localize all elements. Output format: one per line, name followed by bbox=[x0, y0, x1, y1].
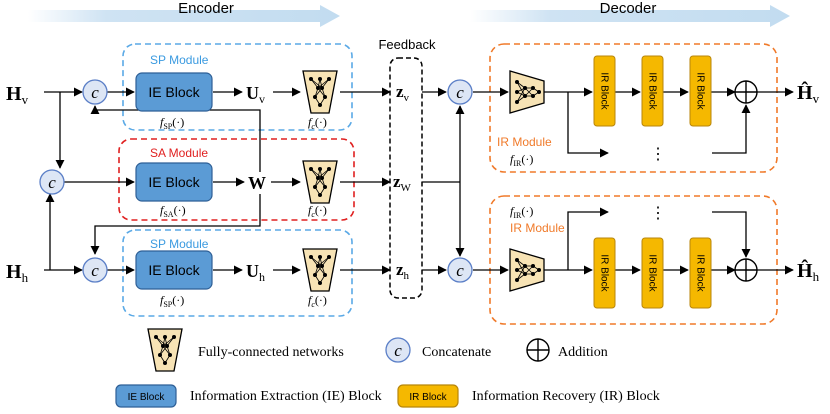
sa-module bbox=[118, 138, 355, 221]
feedback-box bbox=[389, 57, 423, 299]
ir-block-top-2: IR Block bbox=[641, 55, 664, 127]
legend-fc-label: Fully-connected networks bbox=[198, 345, 344, 360]
sp-module-bottom bbox=[122, 229, 353, 317]
label-f-ir-top: fIR(·) bbox=[510, 152, 533, 168]
svg-text:IE Block: IE Block bbox=[148, 84, 200, 100]
label-f-sp-top: fSP(·) bbox=[160, 115, 184, 131]
ir-block-bottom-3: IR Block bbox=[689, 237, 712, 309]
concat-node-sa: c bbox=[39, 169, 65, 195]
ellipsis-bottom: ⋮ bbox=[650, 205, 666, 222]
ie-block-bottom: IE Block bbox=[135, 250, 213, 290]
label-f-c-bottom: fc(·) bbox=[308, 293, 327, 309]
sa-module-title: SA Module bbox=[150, 146, 208, 160]
encoder-header: Encoder bbox=[28, 0, 340, 27]
arrow-skip-top bbox=[567, 92, 609, 158]
decoder-header-arrow bbox=[470, 5, 790, 27]
label-f-sa: fSA(·) bbox=[160, 203, 186, 219]
sp-module-top bbox=[122, 43, 353, 131]
fc-network-sa bbox=[302, 160, 338, 204]
signal-w: W bbox=[248, 173, 266, 193]
label-f-sp-bottom: fSP(·) bbox=[160, 293, 184, 309]
svg-text:c: c bbox=[48, 173, 56, 192]
ir-block-bottom-1: IR Block bbox=[593, 237, 616, 309]
legend-addition-icon bbox=[526, 338, 550, 362]
feedback-label: Feedback bbox=[378, 37, 436, 52]
ie-block-top: IE Block bbox=[135, 72, 213, 112]
ir-module-top bbox=[489, 43, 778, 173]
signal-uh: Uh bbox=[246, 261, 265, 284]
ir-block-top-3: IR Block bbox=[689, 55, 712, 127]
decoder-header: Decoder bbox=[470, 0, 790, 27]
svg-text:IE Block: IE Block bbox=[128, 392, 166, 403]
svg-text:IR Block: IR Block bbox=[695, 72, 706, 110]
arrow-skip-bottom-add bbox=[712, 211, 751, 258]
svg-text:c: c bbox=[394, 341, 402, 360]
signal-zh: zh bbox=[396, 260, 410, 282]
input-hv: Hv bbox=[6, 83, 29, 107]
signal-uv: Uv bbox=[246, 83, 265, 106]
svg-text:IR Block: IR Block bbox=[647, 72, 658, 110]
concat-node-hh: c bbox=[82, 257, 108, 283]
svg-text:IR Block: IR Block bbox=[695, 254, 706, 292]
svg-text:IR Block: IR Block bbox=[599, 254, 610, 292]
svg-text:c: c bbox=[91, 261, 99, 280]
svg-text:c: c bbox=[456, 83, 464, 102]
output-hh: Ĥh bbox=[797, 258, 820, 284]
legend-concat-label: Concatenate bbox=[422, 345, 491, 360]
concat-node-decoder-top: c bbox=[447, 79, 473, 105]
legend-ir-icon bbox=[397, 384, 459, 408]
fc-network-bottom bbox=[302, 248, 338, 292]
addition-node-top bbox=[734, 80, 758, 104]
concat-node-hv: c bbox=[82, 79, 108, 105]
arrow-skip-bottom bbox=[567, 207, 609, 270]
sp-module-top-title: SP Module bbox=[150, 53, 209, 67]
ir-module-bottom-title: IR Module bbox=[510, 221, 565, 235]
legend-ie-icon bbox=[115, 384, 177, 408]
signal-zw: zW bbox=[393, 172, 412, 194]
ir-module-top-title: IR Module bbox=[497, 135, 552, 149]
ir-block-bottom-2: IR Block bbox=[641, 237, 664, 309]
arrow-w-feedback-bottom bbox=[90, 194, 261, 255]
svg-text:IR Block: IR Block bbox=[599, 72, 610, 110]
label-f-c-top: fc(·) bbox=[308, 115, 327, 131]
legend: Fully-connected networks c Concatenate A… bbox=[115, 328, 660, 408]
addition-node-bottom bbox=[734, 258, 758, 282]
encoder-header-arrow bbox=[28, 5, 340, 27]
svg-text:c: c bbox=[456, 261, 464, 280]
fc-network-top bbox=[302, 70, 338, 114]
fc-network-decoder-bottom bbox=[509, 248, 545, 292]
ie-block-sa: IE Block bbox=[135, 162, 213, 202]
legend-ie-label: Information Extraction (IE) Block bbox=[190, 389, 382, 404]
concat-node-decoder-bottom: c bbox=[447, 257, 473, 283]
input-hh: Hh bbox=[6, 261, 29, 285]
legend-ir-label: Information Recovery (IR) Block bbox=[472, 389, 660, 404]
sp-module-bottom-title: SP Module bbox=[150, 237, 209, 251]
signal-zv: zv bbox=[396, 82, 410, 104]
legend-fc-icon bbox=[147, 328, 183, 372]
svg-text:IE Block: IE Block bbox=[148, 174, 200, 190]
ellipsis-top: ⋮ bbox=[650, 146, 666, 163]
label-f-c-sa: fc(·) bbox=[308, 203, 327, 219]
svg-text:c: c bbox=[91, 83, 99, 102]
legend-addition-label: Addition bbox=[558, 345, 608, 360]
ir-module-bottom bbox=[489, 195, 778, 325]
label-f-ir-bottom: fIR(·) bbox=[510, 204, 533, 220]
decoder-title: Decoder bbox=[600, 0, 657, 17]
svg-text:IR Block: IR Block bbox=[409, 392, 447, 403]
output-hv: Ĥv bbox=[797, 80, 820, 106]
fc-network-decoder-top bbox=[509, 70, 545, 114]
svg-text:IE Block: IE Block bbox=[148, 262, 200, 278]
svg-text:IR Block: IR Block bbox=[647, 254, 658, 292]
encoder-title: Encoder bbox=[178, 0, 234, 17]
ir-block-top-1: IR Block bbox=[593, 55, 616, 127]
arrow-skip-top-add bbox=[712, 104, 751, 154]
